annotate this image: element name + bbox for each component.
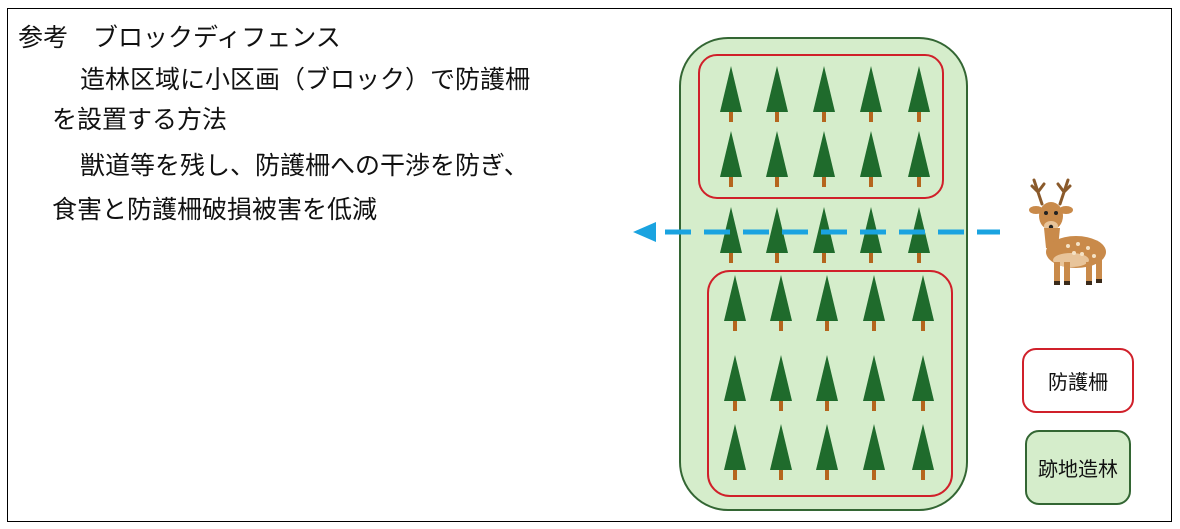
conifer-tree-icon bbox=[863, 424, 885, 480]
conifer-tree-icon bbox=[724, 355, 746, 411]
conifer-tree-icon bbox=[912, 424, 934, 480]
conifer-tree-icon bbox=[724, 424, 746, 480]
description-line: を設置する方法 bbox=[52, 105, 228, 134]
description-line: 食害と防護柵破損被害を低減 bbox=[52, 195, 378, 224]
conifer-tree-icon bbox=[813, 66, 835, 122]
conifer-tree-icon bbox=[720, 207, 742, 263]
conifer-tree-icon bbox=[912, 275, 934, 331]
conifer-tree-icon bbox=[770, 355, 792, 411]
conifer-tree-icon bbox=[813, 131, 835, 187]
legend-reforestation-label: 跡地造林 bbox=[1038, 457, 1118, 481]
description-line: 造林区域に小区画（ブロック）で防護柵 bbox=[80, 65, 531, 94]
fence-block-top bbox=[698, 54, 944, 199]
heading: 参考 ブロックディフェンス bbox=[18, 23, 341, 52]
conifer-tree-icon bbox=[908, 131, 930, 187]
conifer-tree-icon bbox=[908, 66, 930, 122]
conifer-tree-icon bbox=[860, 66, 882, 122]
conifer-tree-icon bbox=[816, 275, 838, 331]
figure-frame bbox=[7, 8, 1172, 522]
conifer-tree-icon bbox=[770, 424, 792, 480]
deer-icon bbox=[1029, 178, 1106, 285]
conifer-tree-icon bbox=[912, 355, 934, 411]
conifer-tree-icon bbox=[720, 131, 742, 187]
conifer-tree-icon bbox=[863, 275, 885, 331]
conifer-tree-icon bbox=[766, 207, 788, 263]
conifer-tree-icon bbox=[863, 355, 885, 411]
description-line: 獣道等を残し、防護柵への干渉を防ぎ、 bbox=[80, 151, 529, 180]
conifer-tree-icon bbox=[766, 131, 788, 187]
legend-fence-label: 防護柵 bbox=[1048, 370, 1108, 394]
conifer-tree-icon bbox=[766, 66, 788, 122]
arrow-left-icon bbox=[633, 222, 656, 242]
conifer-tree-icon bbox=[720, 66, 742, 122]
conifer-tree-icon bbox=[816, 355, 838, 411]
conifer-tree-icon bbox=[860, 131, 882, 187]
legend-reforestation: 跡地造林 bbox=[1025, 430, 1131, 505]
conifer-tree-icon bbox=[724, 275, 746, 331]
legend-fence: 防護柵 bbox=[1022, 348, 1134, 413]
reforestation-area bbox=[679, 37, 968, 511]
conifer-tree-icon bbox=[770, 275, 792, 331]
conifer-tree-icon bbox=[816, 424, 838, 480]
fence-block-bottom bbox=[707, 270, 953, 497]
